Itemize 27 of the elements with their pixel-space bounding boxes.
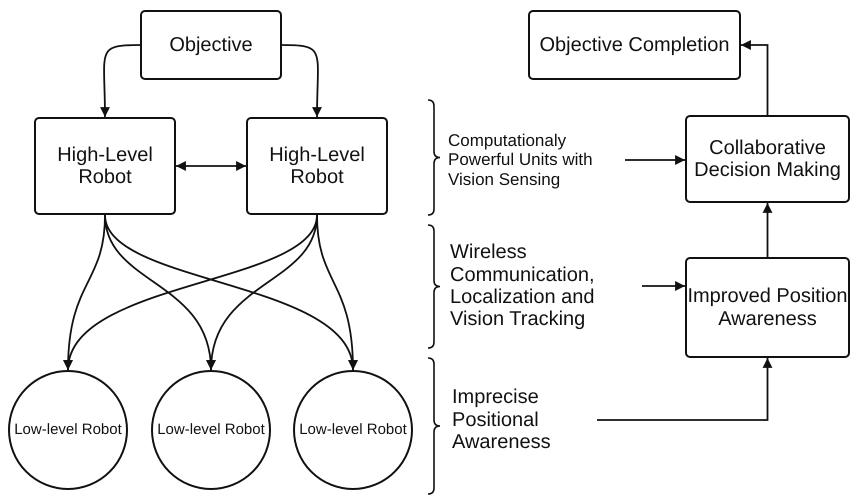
node-label: Low-level Robot	[299, 422, 407, 438]
description-text: Wireless Communication, Localization and Vision Tracking	[450, 241, 596, 331]
arrow	[597, 358, 772, 421]
process-box	[246, 117, 388, 215]
arrow	[176, 161, 246, 171]
description-text: Imprecise Positional Awareness	[452, 386, 552, 454]
description-text: Computationaly Powerful Units with Vision Sensing	[448, 131, 594, 189]
process-box	[140, 10, 282, 80]
node-label: Objective	[169, 34, 253, 56]
node-label: High-Level Robot	[56, 144, 154, 188]
arrow	[762, 203, 772, 257]
process-box	[34, 117, 176, 215]
arrow	[282, 44, 322, 117]
arrow	[642, 281, 685, 291]
node-label: Improved Position Awareness	[687, 285, 848, 330]
arrow	[100, 44, 140, 117]
node-label: Low-level Robot	[157, 422, 265, 438]
process-box	[685, 115, 850, 203]
node-label: Objective Completion	[539, 34, 730, 56]
node-label: Collaborative Decision Making	[693, 136, 842, 182]
arrow	[316, 214, 358, 370]
process-box	[528, 10, 741, 80]
arrow	[741, 40, 768, 115]
node-label: Low-level Robot	[14, 422, 122, 438]
process-box	[685, 257, 850, 358]
arrow	[625, 155, 685, 165]
node-label: High-Level Robot	[268, 144, 366, 188]
